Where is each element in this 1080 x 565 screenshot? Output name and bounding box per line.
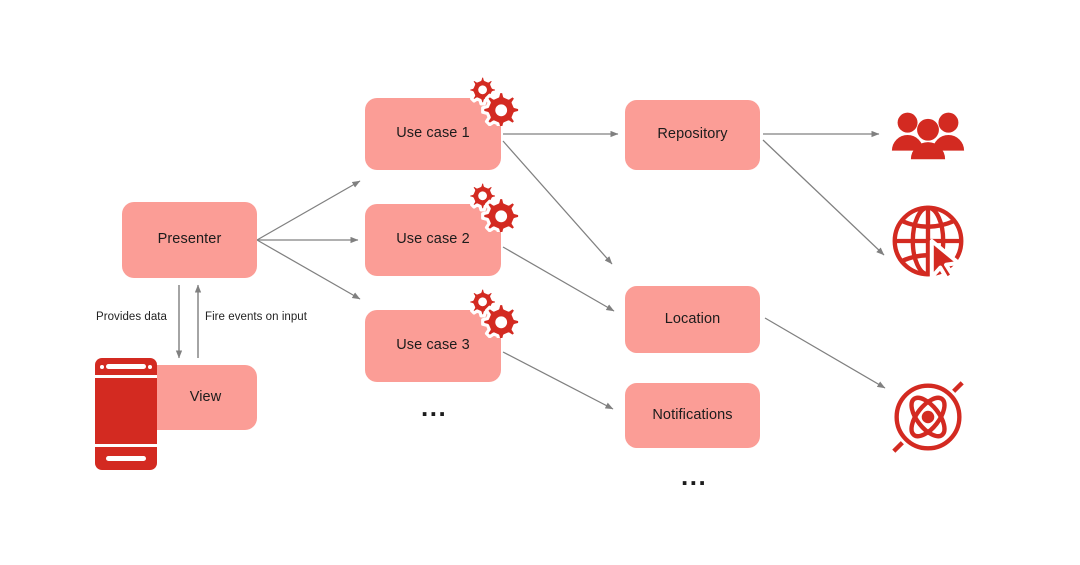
smartphone-icon [95, 358, 157, 470]
node-notifications-label: Notifications [652, 406, 733, 423]
node-use-case-3[interactable]: Use case 3 [365, 310, 501, 382]
node-use-case-1[interactable]: Use case 1 [365, 98, 501, 170]
node-repository[interactable]: Repository [625, 100, 760, 170]
node-location-label: Location [664, 310, 721, 327]
edge-label-fire-events: Fire events on input [205, 311, 308, 323]
phone-screen [95, 375, 157, 447]
node-repository-label: Repository [657, 126, 728, 143]
services-ellipsis: ... [681, 461, 708, 491]
node-presenter[interactable]: Presenter [122, 202, 257, 278]
edge-label-provides-data: Provides data [96, 311, 167, 323]
use-cases-ellipsis: ... [421, 392, 448, 422]
users-group-icon [891, 112, 965, 160]
atom-icon [892, 381, 964, 453]
node-use-case-2[interactable]: Use case 2 [365, 204, 501, 276]
node-use-case-2-label: Use case 2 [396, 231, 470, 248]
phone-speaker [106, 364, 146, 369]
node-location[interactable]: Location [625, 286, 760, 353]
globe-cursor-icon [892, 205, 964, 279]
node-use-case-3-label: Use case 3 [396, 337, 470, 354]
node-use-case-1-label: Use case 1 [396, 125, 470, 142]
node-view-label: View [189, 388, 222, 405]
phone-home-bar [106, 456, 146, 461]
node-presenter-label: Presenter [157, 231, 222, 248]
phone-sensor-dot [148, 365, 152, 369]
node-notifications[interactable]: Notifications [625, 383, 760, 448]
phone-camera-dot [100, 365, 104, 369]
